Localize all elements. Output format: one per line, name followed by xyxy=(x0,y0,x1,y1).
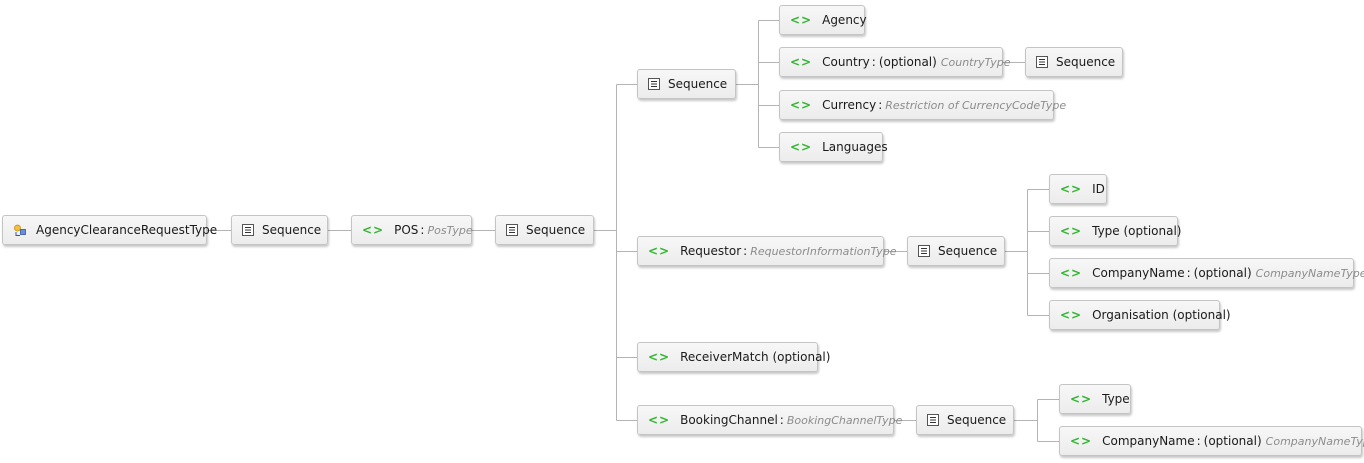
node-optional: (optional) xyxy=(1193,266,1252,280)
element-icon: <> xyxy=(648,244,671,258)
element-node[interactable]: <> BookingChannel :BookingChannelType xyxy=(637,405,902,435)
sequence-node[interactable]: Sequence xyxy=(231,215,328,245)
sequence-node[interactable]: Sequence xyxy=(916,405,1014,435)
sequence-icon xyxy=(1036,56,1048,68)
element-node[interactable]: <> CompanyName :(optional)CompanyNameType xyxy=(1059,426,1364,456)
node-name: Organisation (optional) xyxy=(1092,308,1231,322)
sequence-icon xyxy=(506,224,518,236)
sequence-node[interactable]: Sequence xyxy=(495,215,594,245)
node-name: Agency xyxy=(822,13,867,27)
node-name: Sequence xyxy=(1056,55,1116,69)
element-icon: <> xyxy=(648,413,671,427)
sequence-icon xyxy=(927,414,939,426)
node-name: Sequence xyxy=(938,244,998,258)
node-name: Country xyxy=(822,55,870,69)
sequence-icon xyxy=(648,78,660,90)
node-name: CompanyName xyxy=(1092,266,1185,280)
node-type: CompanyNameType xyxy=(1255,266,1364,280)
node-name: Sequence xyxy=(526,223,586,237)
element-node[interactable]: <> Languages xyxy=(779,132,888,162)
type-separator: : xyxy=(743,244,748,258)
element-node[interactable]: <> POS :PosType xyxy=(351,215,473,245)
element-icon: <> xyxy=(790,98,813,112)
element-icon: <> xyxy=(648,350,671,364)
element-node[interactable]: <> Agency xyxy=(779,5,867,35)
sequence-icon xyxy=(918,245,930,257)
node-name: POS xyxy=(394,223,419,237)
node-name: Currency xyxy=(822,98,877,112)
node-name: Requestor xyxy=(680,244,742,258)
node-name: Languages xyxy=(822,140,888,154)
node-name: Sequence xyxy=(262,223,322,237)
sequence-icon xyxy=(242,224,254,236)
node-optional: (optional) xyxy=(1203,434,1262,448)
element-node[interactable]: <> ID xyxy=(1049,174,1107,204)
element-icon: <> xyxy=(1060,224,1083,238)
node-type: BookingChannelType xyxy=(786,413,903,427)
element-node[interactable]: <> Type (optional) xyxy=(1049,216,1182,246)
node-type: CountryType xyxy=(940,55,1011,69)
node-type: Restriction of CurrencyCodeType xyxy=(885,98,1067,112)
node-name: BookingChannel xyxy=(680,413,778,427)
node-type: RequestorInformationType xyxy=(750,244,897,258)
element-icon: <> xyxy=(1070,392,1093,406)
sequence-node[interactable]: Sequence xyxy=(1025,47,1123,77)
element-icon: <> xyxy=(362,223,385,237)
sequence-node[interactable]: Sequence xyxy=(637,69,736,99)
node-name: Type (optional) xyxy=(1092,224,1182,238)
node-name: Type xyxy=(1102,392,1130,406)
type-separator: : xyxy=(1186,266,1191,280)
node-name: ID xyxy=(1092,182,1105,196)
node-optional: (optional) xyxy=(878,55,937,69)
element-node[interactable]: <> CompanyName :(optional)CompanyNameType xyxy=(1049,258,1364,288)
node-name: Sequence xyxy=(668,77,728,91)
element-icon: <> xyxy=(1060,182,1083,196)
node-name: Sequence xyxy=(947,413,1007,427)
element-icon: <> xyxy=(790,55,813,69)
node-type: CompanyNameType xyxy=(1265,434,1364,448)
element-icon: <> xyxy=(790,140,813,154)
element-node[interactable]: <> Country :(optional)CountryType xyxy=(779,47,1011,77)
type-separator: : xyxy=(878,98,883,112)
node-type: PosType xyxy=(427,223,473,237)
element-node[interactable]: <> Requestor :RequestorInformationType xyxy=(637,236,897,266)
node-name: AgencyClearanceRequestType xyxy=(36,223,218,237)
element-icon: <> xyxy=(1060,308,1083,322)
element-icon: <> xyxy=(1070,434,1093,448)
element-node[interactable]: <> Type xyxy=(1059,384,1131,414)
sequence-node[interactable]: Sequence xyxy=(907,236,1005,266)
element-node[interactable]: <> Organisation (optional) xyxy=(1049,300,1231,330)
element-icon: <> xyxy=(790,13,813,27)
element-node[interactable]: <> Currency :Restriction of CurrencyCodeT… xyxy=(779,90,1066,120)
node-name: ReceiverMatch (optional) xyxy=(680,350,831,364)
type-separator: : xyxy=(871,55,876,69)
complex-type-node[interactable]: AgencyClearanceRequestType xyxy=(2,215,217,245)
type-separator: : xyxy=(1196,434,1201,448)
complex-type-icon xyxy=(13,223,28,238)
element-node[interactable]: <> ReceiverMatch (optional) xyxy=(637,342,830,372)
node-name: CompanyName xyxy=(1102,434,1195,448)
type-separator: : xyxy=(420,223,425,237)
element-icon: <> xyxy=(1060,266,1083,280)
type-separator: : xyxy=(779,413,784,427)
